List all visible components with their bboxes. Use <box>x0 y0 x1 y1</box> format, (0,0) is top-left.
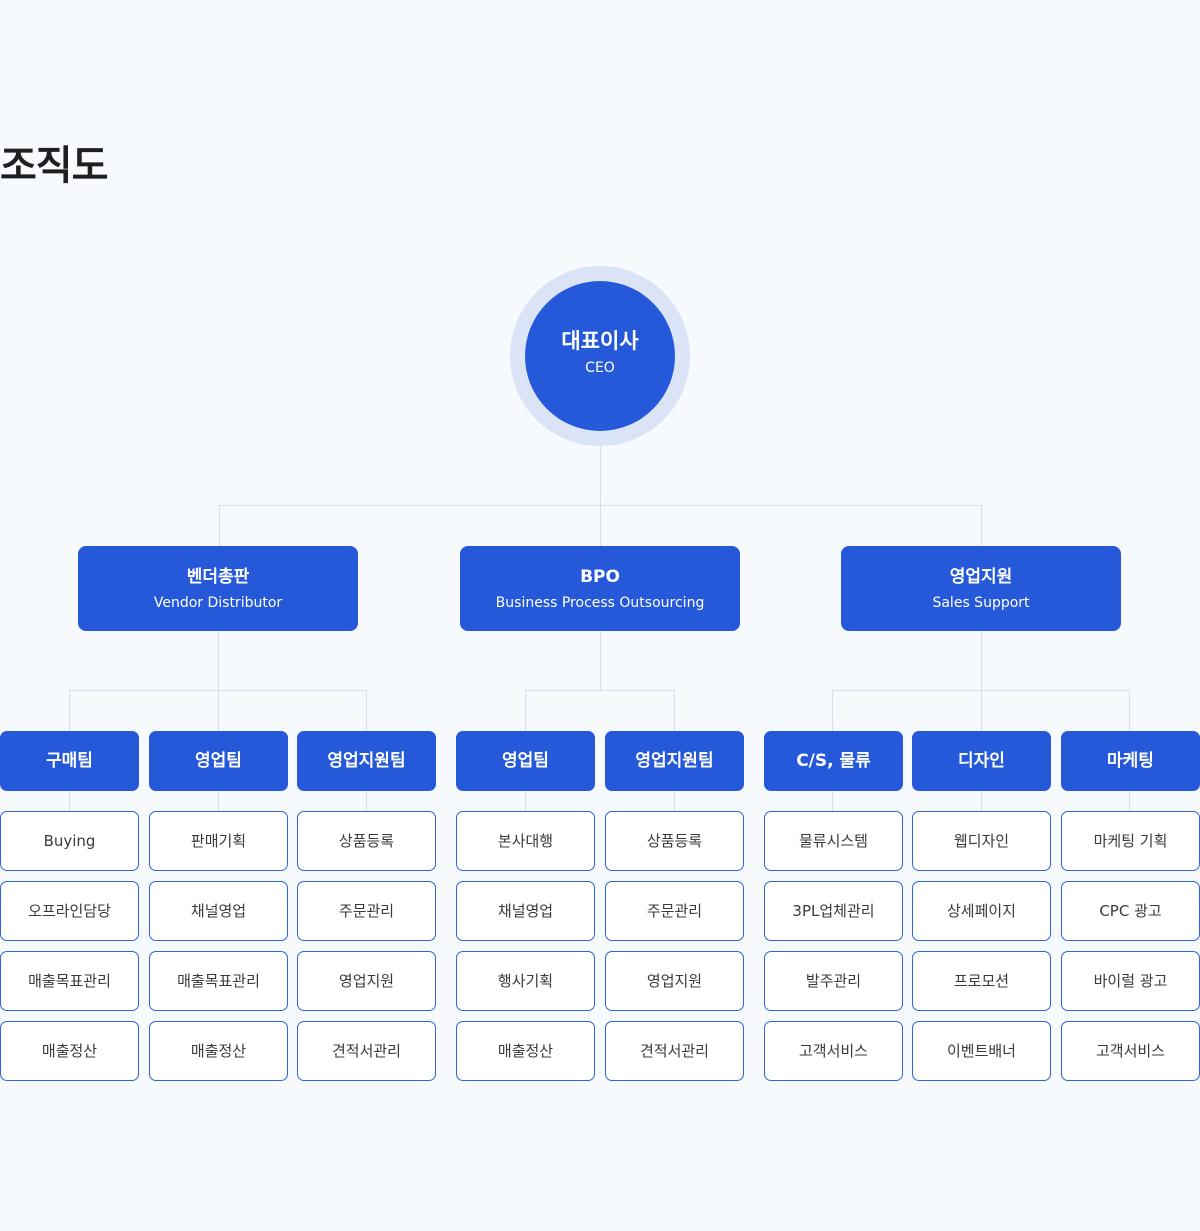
task-box: 매출정산 <box>0 1021 139 1081</box>
department-subtitle: Vendor Distributor <box>153 595 283 611</box>
team-box: C/S, 물류 <box>764 731 903 791</box>
task-box: 마케팅 기획 <box>1061 811 1200 871</box>
team-box: 영업팀 <box>149 731 288 791</box>
task-box: 웹디자인 <box>912 811 1051 871</box>
task-box: 주문관리 <box>297 881 436 941</box>
task-box: 물류시스템 <box>764 811 903 871</box>
task-box: 견적서관리 <box>605 1021 744 1081</box>
task-box: 오프라인담당 <box>0 881 139 941</box>
team-box: 구매팀 <box>0 731 139 791</box>
department-name: BPO <box>580 567 620 587</box>
task-box: 영업지원 <box>605 951 744 1011</box>
task-box: 본사대행 <box>456 811 595 871</box>
task-box: 영업지원 <box>297 951 436 1011</box>
task-box: 3PL업체관리 <box>764 881 903 941</box>
task-box: 판매기획 <box>149 811 288 871</box>
task-box: 견적서관리 <box>297 1021 436 1081</box>
task-box: Buying <box>0 811 139 871</box>
task-box: 프로모션 <box>912 951 1051 1011</box>
ceo-title: 대표이사 <box>561 329 639 353</box>
department-sales-support: 영업지원 Sales Support <box>841 546 1121 631</box>
task-box: 매출목표관리 <box>149 951 288 1011</box>
task-box: 상세페이지 <box>912 881 1051 941</box>
department-bpo: BPO Business Process Outsourcing <box>460 546 740 631</box>
team-box: 디자인 <box>912 731 1051 791</box>
team-box: 영업팀 <box>456 731 595 791</box>
department-name: 영업지원 <box>949 567 1013 587</box>
task-box: 주문관리 <box>605 881 744 941</box>
ceo-subtitle: CEO <box>585 360 615 376</box>
task-box: 발주관리 <box>764 951 903 1011</box>
task-box: 상품등록 <box>605 811 744 871</box>
team-box: 영업지원팀 <box>605 731 744 791</box>
task-box: 매출정산 <box>456 1021 595 1081</box>
task-box: 채널영업 <box>149 881 288 941</box>
department-vendor-distributor: 벤더총판 Vendor Distributor <box>78 546 358 631</box>
task-box: 채널영업 <box>456 881 595 941</box>
task-box: 상품등록 <box>297 811 436 871</box>
department-subtitle: Sales Support <box>932 595 1030 611</box>
task-box: 매출목표관리 <box>0 951 139 1011</box>
task-box: CPC 광고 <box>1061 881 1200 941</box>
team-box: 마케팅 <box>1061 731 1200 791</box>
task-box: 매출정산 <box>149 1021 288 1081</box>
task-box: 고객서비스 <box>1061 1021 1200 1081</box>
ceo-node: 대표이사 CEO <box>525 281 675 431</box>
team-box: 영업지원팀 <box>297 731 436 791</box>
page-title: 조직도 <box>0 143 108 189</box>
task-box: 이벤트배너 <box>912 1021 1051 1081</box>
department-subtitle: Business Process Outsourcing <box>495 595 705 611</box>
department-name: 벤더총판 <box>186 567 250 587</box>
task-box: 행사기획 <box>456 951 595 1011</box>
task-box: 바이럴 광고 <box>1061 951 1200 1011</box>
task-box: 고객서비스 <box>764 1021 903 1081</box>
